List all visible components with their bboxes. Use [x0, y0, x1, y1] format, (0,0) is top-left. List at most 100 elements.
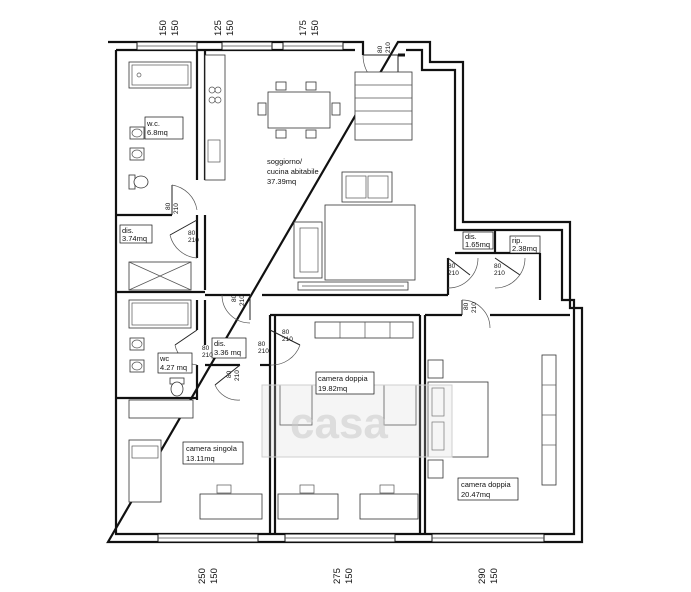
- dim-width: 80: [463, 302, 470, 310]
- toilet-lower: [169, 377, 185, 397]
- dim-width: 80: [188, 230, 196, 237]
- dim-height: 150: [489, 568, 500, 584]
- dim-top-3: 175 150: [298, 20, 321, 36]
- door-dim-dis: 80 210: [188, 230, 199, 244]
- room-name: dis.: [122, 226, 134, 235]
- room-area: 4.27 mq: [160, 363, 187, 372]
- toilet-upper: [128, 174, 149, 190]
- label-wc-lower: wc 4.27 mq: [157, 352, 193, 374]
- tv-unit: [297, 281, 409, 291]
- dim-width: 175: [298, 20, 309, 36]
- room-area: 37.39mq: [267, 177, 296, 186]
- room-area: 1.65mq: [465, 240, 490, 249]
- dim-width: 80: [165, 202, 172, 210]
- door-dim-camera-doppia: 80 210: [282, 329, 293, 343]
- dim-width: 290: [477, 568, 488, 584]
- dim-bottom-3: 290 150: [477, 568, 500, 584]
- door-dim-camera-singola: 80 210: [226, 370, 241, 381]
- dim-width: 150: [158, 20, 169, 36]
- bed-singola: [128, 439, 162, 503]
- bathtub-lower: [128, 299, 192, 329]
- window-bottom-1: [157, 533, 259, 543]
- nightstand-doppia-2: [427, 359, 444, 479]
- dim-width: 125: [213, 20, 224, 36]
- bidet-upper: [129, 147, 145, 161]
- dim-height: 150: [209, 568, 220, 584]
- dim-height: 210: [494, 270, 505, 277]
- dim-height: 210: [188, 237, 199, 244]
- door-dim-rip: 80 210: [494, 263, 505, 277]
- room-name: camera doppia: [318, 374, 368, 383]
- window-top-3: [282, 41, 344, 51]
- rug: [324, 204, 416, 281]
- room-name: camera doppia: [461, 480, 511, 489]
- bathtub-upper: [128, 61, 192, 89]
- bed-doppia-1: [279, 384, 417, 426]
- bidet-lower: [129, 359, 145, 373]
- door-dis-small: [447, 257, 479, 289]
- door-dim-centre: 80 210: [231, 294, 246, 306]
- dim-bottom-1: 250 150: [197, 568, 220, 584]
- door-dis-centre: [221, 294, 251, 324]
- door-wc-top: [171, 184, 198, 215]
- room-area: 2.38mq: [512, 244, 537, 253]
- dim-top-2: 125 150: [213, 20, 236, 36]
- door-camera-doppia-right: [461, 299, 491, 329]
- room-area: 13.11mq: [186, 454, 215, 463]
- room-name: w.c.: [146, 119, 160, 128]
- bed-doppia-2: [427, 381, 489, 458]
- label-camera-doppia-1: camera doppia 19.82mq: [315, 371, 375, 395]
- label-wc-upper: w.c. 6.8mq: [144, 116, 184, 140]
- dim-height: 210: [448, 270, 459, 277]
- room-name: dis.: [465, 232, 477, 241]
- dim-height: 150: [310, 20, 321, 36]
- room-name: dis.: [214, 339, 226, 348]
- window-bottom-3: [431, 533, 545, 543]
- desk-doppia-1: [277, 484, 419, 520]
- kitchen-counter: [204, 54, 226, 181]
- dim-width: 250: [197, 568, 208, 584]
- dim-width: 80: [231, 294, 238, 302]
- dim-width: 80: [202, 345, 210, 352]
- wardrobe-doppia-1: [314, 321, 414, 339]
- dim-width: 80: [377, 45, 384, 53]
- dim-top-1: 150 150: [158, 20, 181, 36]
- door-dim-entry: 80 210: [377, 42, 392, 53]
- room-area: 20.47mq: [461, 490, 490, 499]
- staircase: [354, 71, 413, 141]
- door-camera-singola: [214, 364, 241, 401]
- label-dis-lower: dis. 3.36 mq: [211, 337, 247, 359]
- dim-height: 150: [225, 20, 236, 36]
- label-camera-singola: camera singola 13.11mq: [182, 441, 244, 465]
- dim-height: 150: [170, 20, 181, 36]
- dim-width: 80: [226, 370, 233, 378]
- dim-width: 80: [448, 263, 456, 270]
- dim-height: 210: [239, 295, 246, 306]
- dim-height: 210: [385, 42, 392, 53]
- dim-width: 275: [332, 568, 343, 584]
- window-top-1: [136, 41, 198, 51]
- label-soggiorno: soggiorno/ cucina abitabile 37.39mq: [267, 157, 319, 186]
- dim-bottom-2: 275 150: [332, 568, 355, 584]
- door-dis-lower: [269, 329, 301, 366]
- dim-height: 210: [234, 370, 241, 381]
- room-area: 3.74mq: [122, 234, 147, 243]
- label-dis-upper: dis. 3.74mq: [119, 224, 153, 244]
- room-name: rip.: [512, 236, 522, 245]
- door-dim-wc-upper: 80 210: [165, 202, 180, 214]
- dim-height: 210: [471, 302, 478, 313]
- label-rip: rip. 2.38mq: [509, 235, 541, 254]
- watermark-text: casa: [290, 399, 388, 448]
- door-dis-left: [169, 219, 198, 259]
- door-dim-dis-lower: 80 210: [258, 341, 269, 355]
- dim-width: 80: [258, 341, 266, 348]
- room-name-line1: soggiorno/: [267, 157, 303, 166]
- sofa: [293, 221, 323, 279]
- wardrobe-singola: [128, 399, 194, 419]
- door-dim-dis-small: 80 210: [448, 263, 459, 277]
- room-area: 19.82mq: [318, 384, 347, 393]
- sink-lower: [129, 337, 145, 351]
- label-dis-small: dis. 1.65mq: [462, 231, 494, 250]
- armchair: [341, 171, 393, 203]
